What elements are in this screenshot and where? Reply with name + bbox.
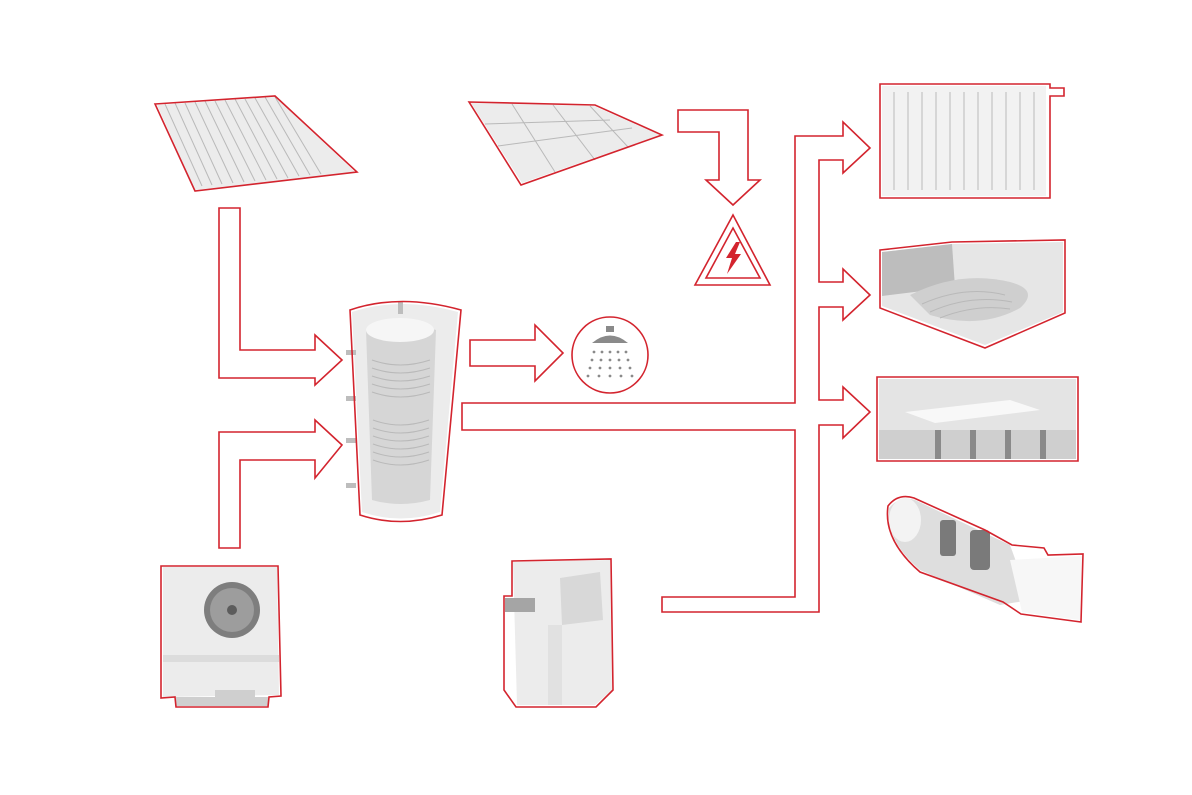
flow-arrow-tank-to-shower bbox=[469, 323, 565, 383]
solar-pv-panel-icon bbox=[467, 101, 665, 186]
radiator-icon bbox=[879, 83, 1065, 199]
underfloor-heating-icon bbox=[879, 239, 1066, 349]
ventilation-unit-icon bbox=[886, 495, 1084, 623]
shower-icon bbox=[571, 316, 649, 394]
ceiling-heating-panel-icon bbox=[876, 376, 1079, 462]
air-source-heat-pump-icon bbox=[160, 565, 282, 708]
indoor-heat-pump-unit-icon bbox=[503, 558, 614, 708]
flow-arrow-pv-to-electricity bbox=[677, 109, 763, 207]
high-voltage-warning-icon bbox=[693, 213, 772, 286]
flow-arrow-collector-to-tank bbox=[218, 207, 344, 387]
flow-pipe-tank-to-emitters bbox=[461, 120, 872, 613]
flow-arrow-heatpump-to-tank bbox=[218, 418, 344, 549]
hot-water-storage-tank-icon bbox=[346, 300, 462, 523]
solar-thermal-collector-icon bbox=[153, 95, 359, 192]
